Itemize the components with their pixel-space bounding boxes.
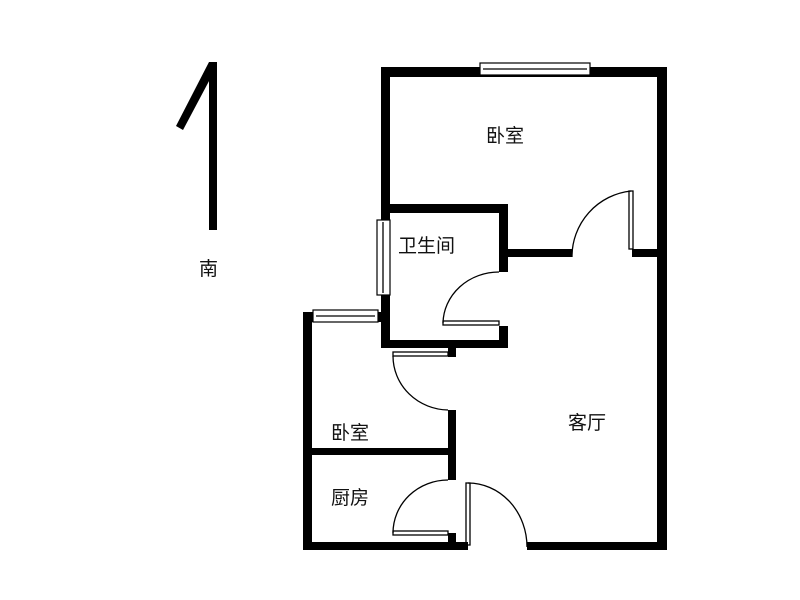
compass-label: 南 [199,258,218,280]
doors [392,190,634,548]
windows [312,62,591,323]
walls [303,67,667,550]
room-label-living-room: 客厅 [568,412,606,434]
room-label-kitchen: 厨房 [331,487,369,509]
north-arrow-icon [176,62,217,230]
room-label-second-bedroom: 卧室 [331,422,369,444]
room-label-bathroom: 卫生间 [398,235,455,257]
room-label-master-bedroom: 卧室 [486,125,524,147]
